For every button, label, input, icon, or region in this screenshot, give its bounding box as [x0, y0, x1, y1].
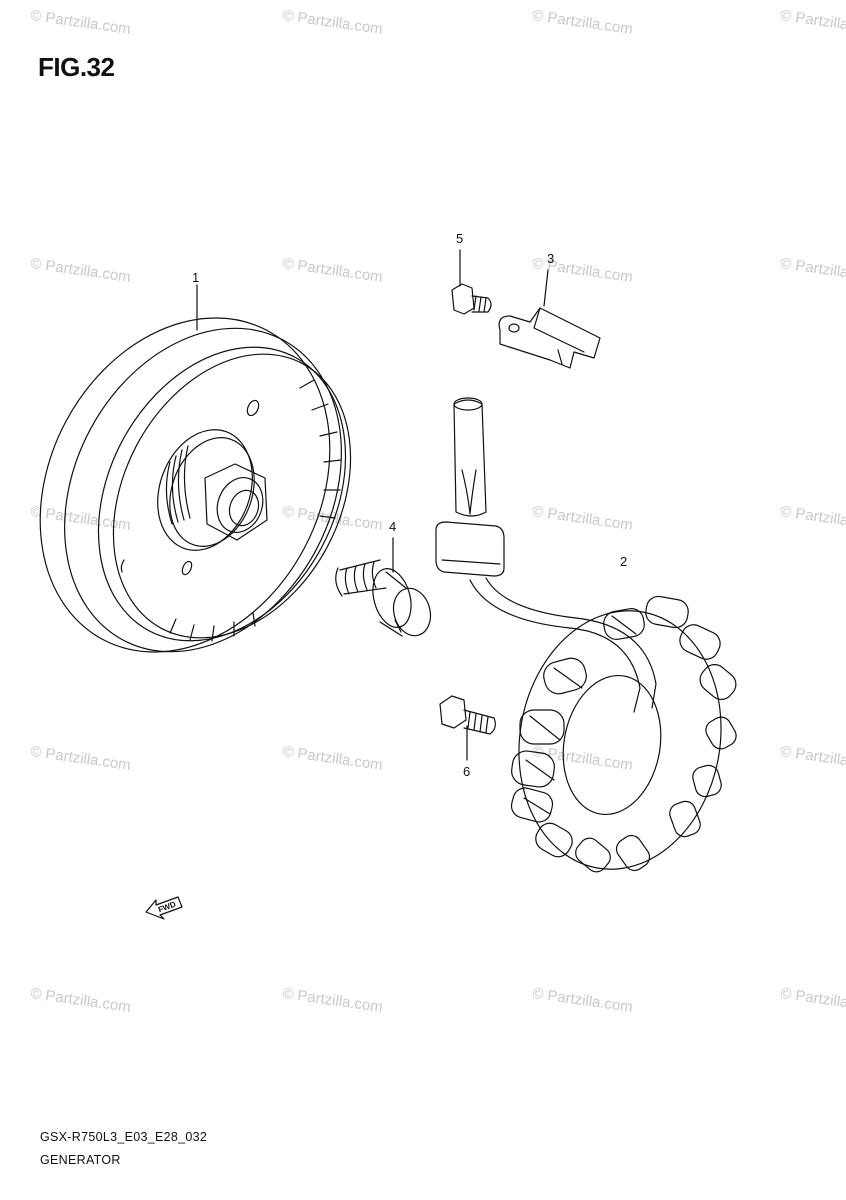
fwd-arrow-icon — [145, 896, 183, 920]
stator-assembly — [435, 397, 737, 873]
callout-clamp-bolt: 5 — [456, 231, 464, 246]
diagram-code: GSX-R750L3_E03_E28_032 — [40, 1130, 208, 1144]
leader-line-3 — [543, 269, 549, 307]
callout-flywheel: 1 — [192, 270, 200, 285]
callout-clamp: 3 — [547, 251, 555, 266]
callout-stator-bolt: 6 — [463, 764, 471, 779]
callout-stator: 2 — [620, 554, 628, 569]
stator-bolt — [439, 695, 496, 735]
flywheel-rotor — [39, 317, 352, 653]
diagram-name: GENERATOR — [40, 1153, 121, 1167]
figure-title: FIG.32 — [38, 52, 115, 82]
clamp-bolt — [451, 283, 492, 315]
rotor-bolt — [335, 559, 432, 637]
callout-rotor-bolt: 4 — [389, 519, 397, 534]
wire-clamp — [498, 307, 601, 369]
